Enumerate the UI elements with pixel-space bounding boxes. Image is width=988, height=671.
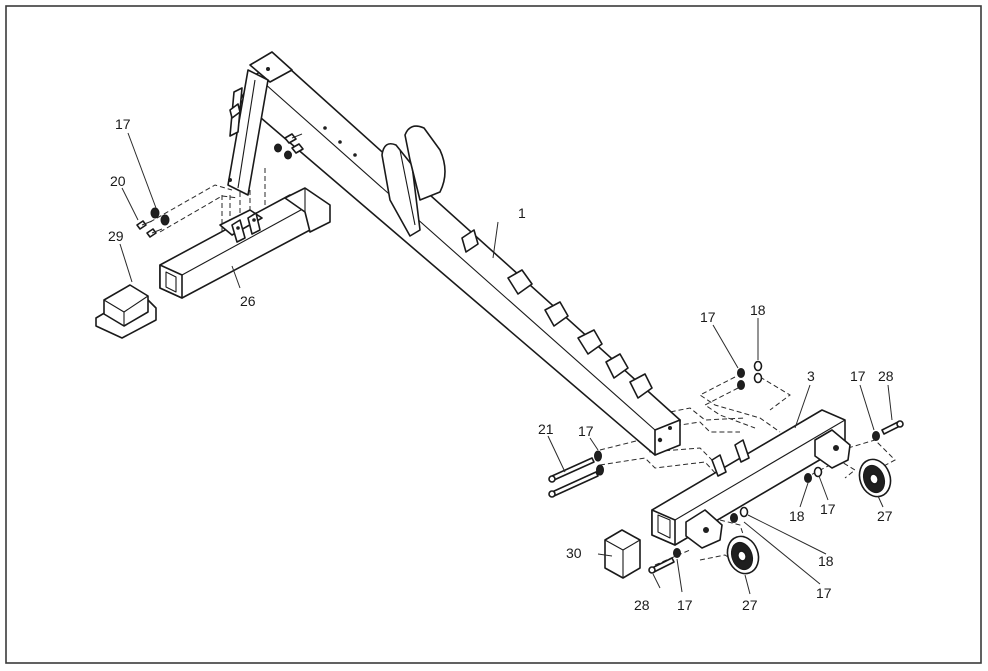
part-30-end-cap: [604, 529, 641, 579]
fasteners-top-right: [737, 360, 763, 390]
part-27-wheel-right: [858, 458, 892, 498]
part-27-wheel-left: [726, 535, 760, 575]
beam-pads: [461, 229, 653, 399]
callout-17-top-left: 17: [115, 116, 131, 132]
callout-18-top-right: 18: [750, 302, 766, 318]
diagram-frame: [5, 5, 982, 664]
part-1-main-beam: [227, 51, 681, 456]
callout-17-mid: 17: [820, 501, 836, 517]
callout-28-right: 28: [878, 368, 894, 384]
callout-3: 3: [807, 368, 815, 384]
callout-30: 30: [566, 545, 582, 561]
part-26-foot-tube: [159, 187, 331, 299]
callout-20: 20: [110, 173, 126, 189]
callout-21: 21: [538, 421, 554, 437]
callout-leaders: [119, 132, 893, 595]
callout-27-right: 27: [877, 508, 893, 524]
fasteners-bottom: [648, 506, 749, 574]
callout-17-bolts: 17: [578, 423, 594, 439]
callout-29: 29: [108, 228, 124, 244]
callout-28-bottom: 28: [634, 597, 650, 613]
callout-17-bottom-right: 17: [816, 585, 832, 601]
callout-26: 26: [240, 293, 256, 309]
callout-1: 1: [518, 205, 526, 221]
fasteners-right: [804, 420, 904, 483]
part-21-long-bolts: [548, 450, 604, 498]
part-3-rear-cross-tube: [651, 409, 851, 549]
callout-17-top-right: 17: [700, 309, 716, 325]
callout-17-right: 17: [850, 368, 866, 384]
callout-labels: 1 3 17 20 29 26 17 18 17 28 21 17 18 17 …: [108, 116, 894, 613]
callout-18-mid: 18: [789, 508, 805, 524]
fasteners-top-left: [136, 133, 304, 238]
callout-27-bottom: 27: [742, 597, 758, 613]
part-29-end-cap: [95, 284, 157, 339]
callout-18-bottom: 18: [818, 553, 834, 569]
callout-17-bottom: 17: [677, 597, 693, 613]
